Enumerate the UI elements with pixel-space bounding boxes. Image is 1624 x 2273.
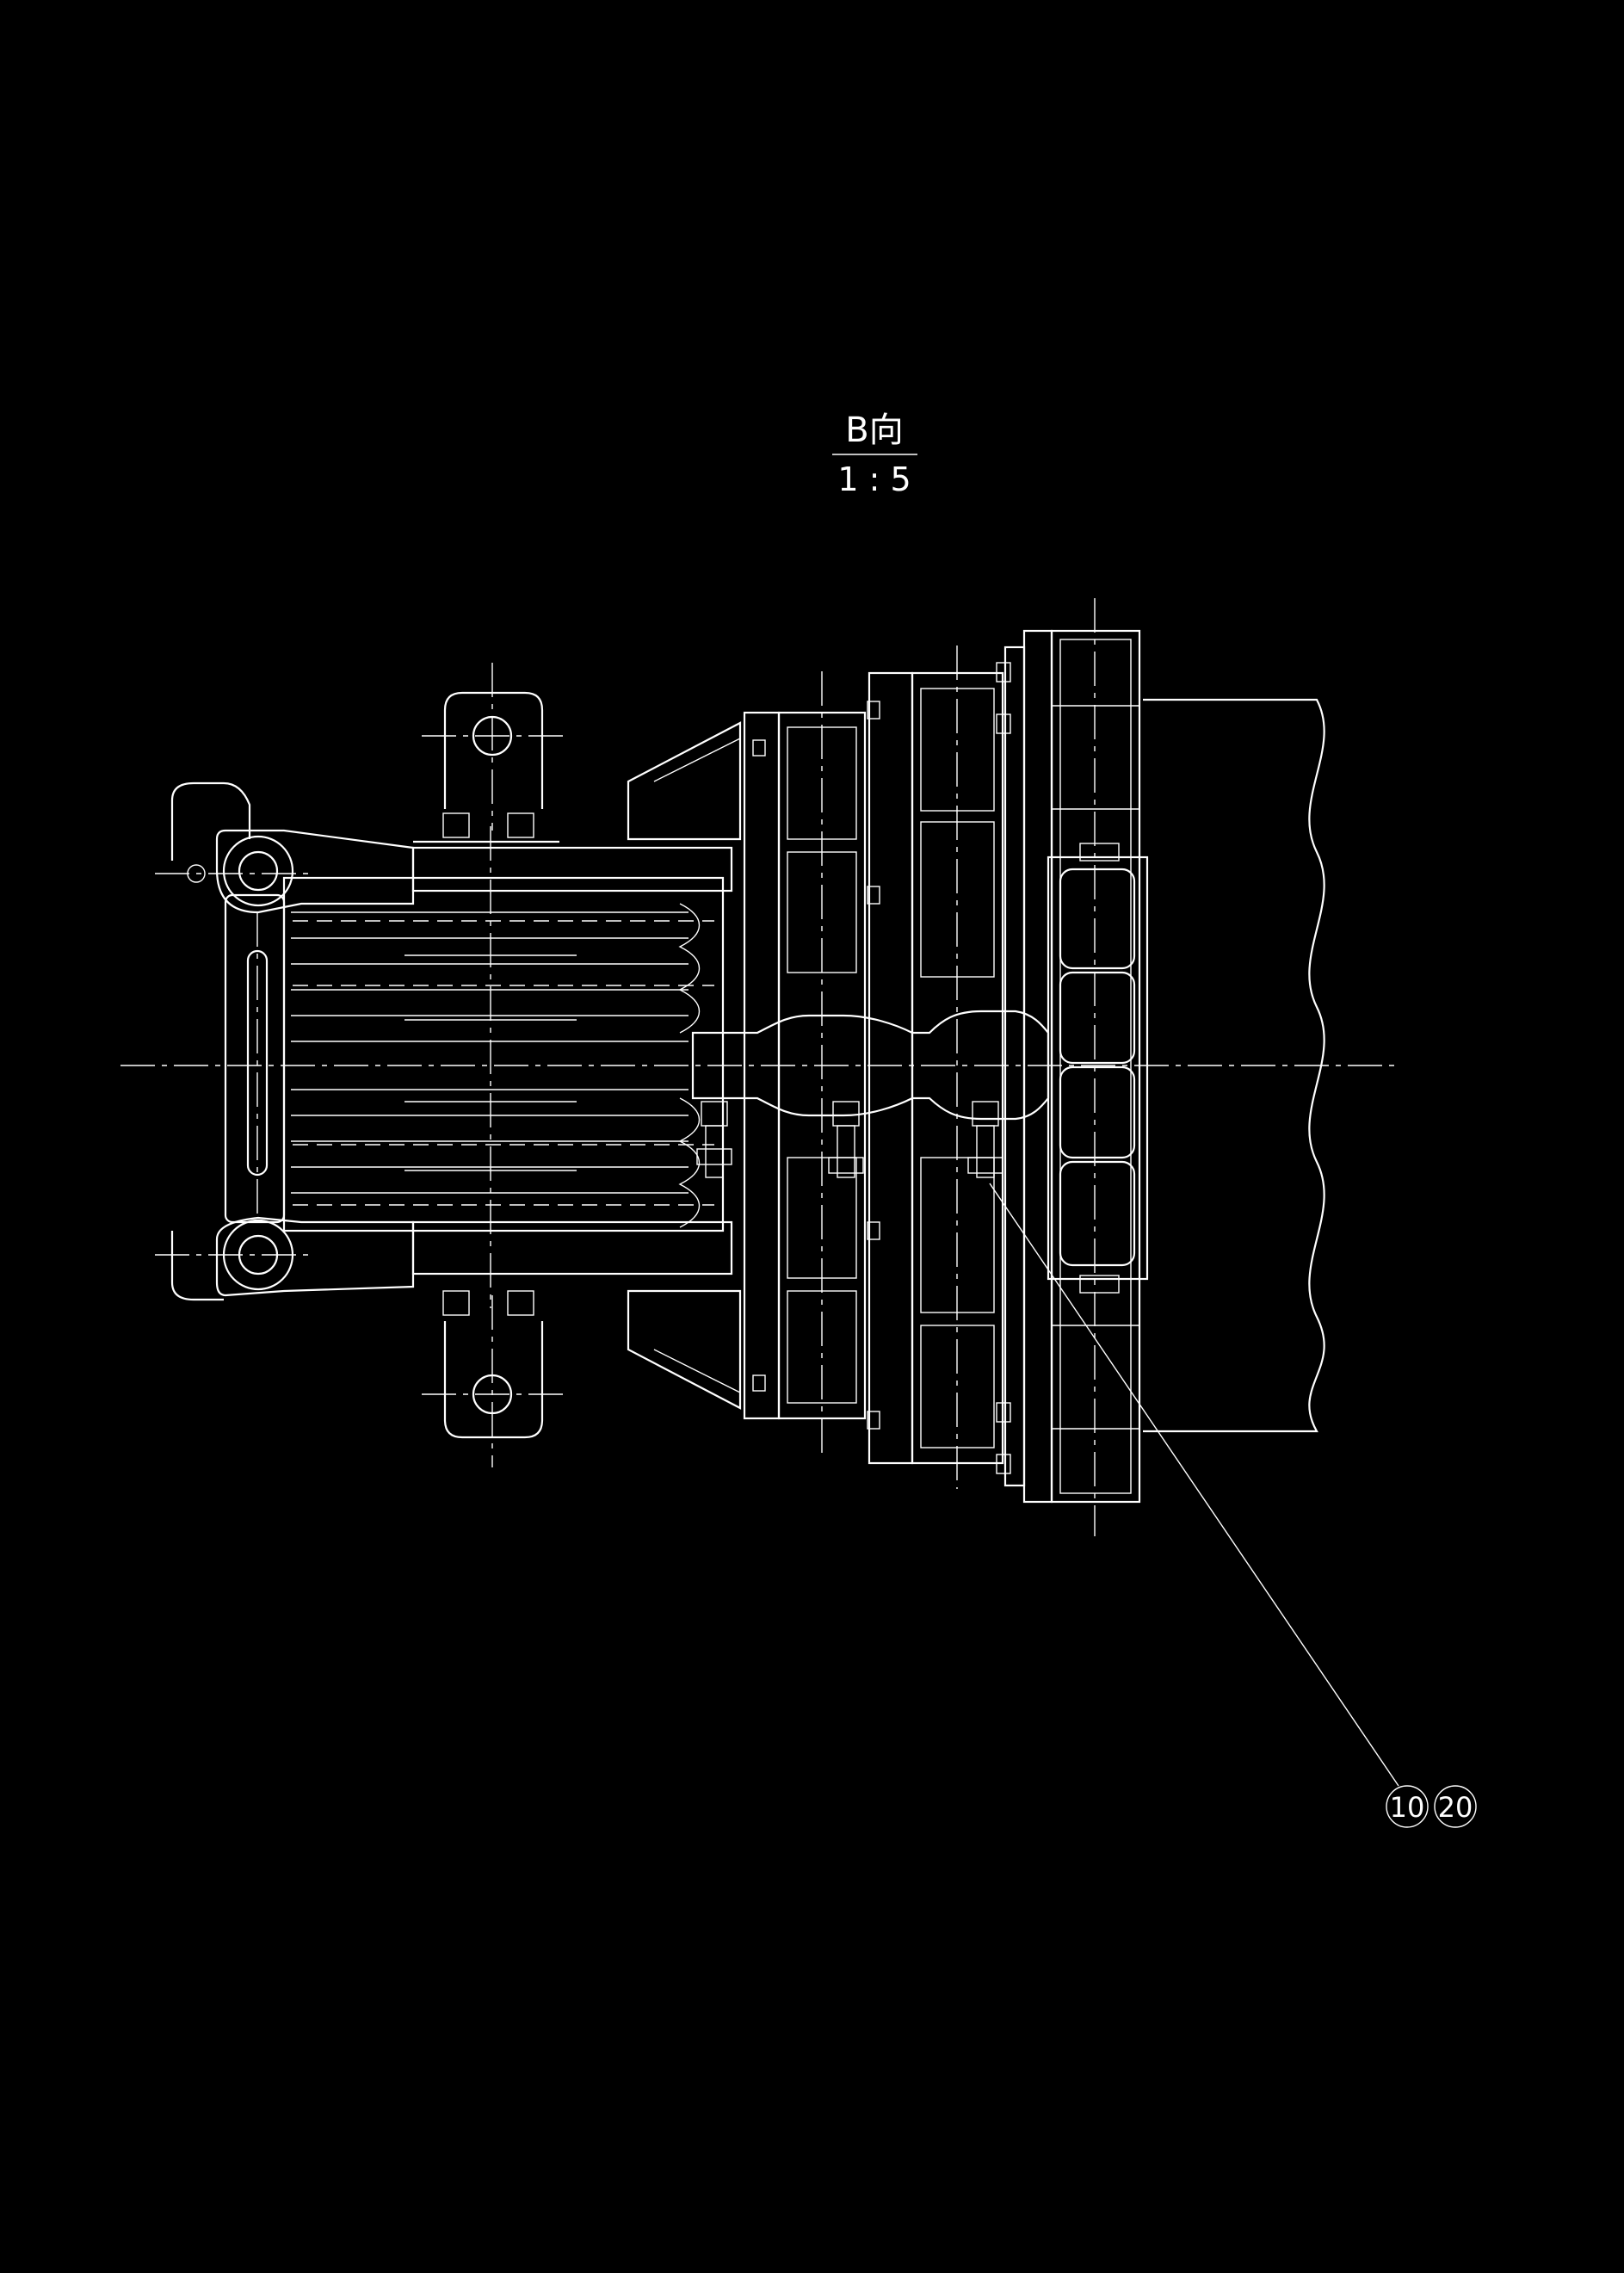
outer-flange <box>1003 598 1149 1536</box>
lower-lug <box>422 1290 564 1467</box>
bolt-assemblies <box>696 1101 1003 1178</box>
drum-body <box>282 826 733 1308</box>
tapered-housing <box>627 721 766 1410</box>
view-scale: 1 : 5 <box>837 460 911 498</box>
upper-lug <box>413 663 564 843</box>
middle-flange-2 <box>868 645 1011 1489</box>
callout-balloons: 10 20 <box>1386 1785 1477 1828</box>
lower-clevis-arm <box>155 1216 415 1301</box>
callout-number-20: 20 <box>1438 1791 1473 1824</box>
callout-leader <box>989 1183 1399 1787</box>
view-title: B向 1 : 5 <box>832 411 917 498</box>
upper-clevis-arm <box>155 781 415 914</box>
callout-number-10: 10 <box>1390 1791 1425 1824</box>
central-shaft <box>691 1010 1050 1121</box>
shaft-break-section <box>1143 698 1325 1433</box>
view-label: B向 <box>845 411 903 450</box>
callout-circle-10 <box>1386 1785 1429 1828</box>
left-frame <box>224 893 286 1224</box>
middle-flange-1 <box>743 671 880 1455</box>
callout-circle-20 <box>1434 1785 1477 1828</box>
